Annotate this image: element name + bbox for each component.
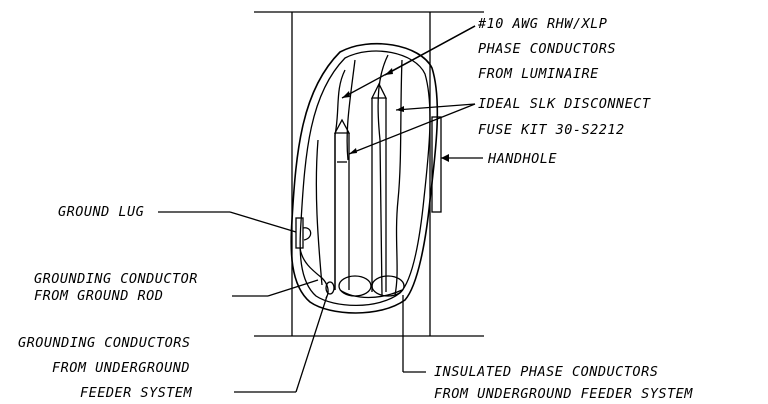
leader-insulated-phase xyxy=(402,295,426,373)
pole-outline xyxy=(254,11,484,337)
label-fuse-kit-1: IDEAL SLK DISCONNECT xyxy=(478,96,651,112)
ground-lug xyxy=(295,217,312,249)
label-phase-conductors-2: PHASE CONDUCTORS xyxy=(478,41,616,57)
handhole-plate xyxy=(431,116,442,213)
fuse-kit-right xyxy=(370,82,388,292)
label-grounding-feeder-3: FEEDER SYSTEM xyxy=(80,385,193,401)
cutaway-inner xyxy=(299,50,431,307)
leader-grounding-conductors-feeder xyxy=(234,295,328,393)
leader-handhole xyxy=(441,154,483,162)
internal-conductors xyxy=(315,54,403,296)
conductor-ellipses xyxy=(325,275,405,299)
label-ground-lug: GROUND LUG xyxy=(58,204,144,220)
label-insulated-phase-2: FROM UNDERGROUND FEEDER SYSTEM xyxy=(434,386,693,402)
label-grounding-conductor-1: GROUNDING CONDUCTOR xyxy=(34,271,198,287)
leader-phase-conductors xyxy=(341,25,476,99)
leader-grounding-conductor xyxy=(232,279,319,297)
label-phase-conductors-1: #10 AWG RHW/XLP xyxy=(477,16,607,32)
label-grounding-feeder-2: FROM UNDERGROUND xyxy=(52,360,190,376)
fuse-kit-left xyxy=(333,118,351,290)
leader-ground-lug xyxy=(158,211,297,233)
cutaway-outer xyxy=(290,42,439,314)
grounding-wire xyxy=(299,247,329,299)
label-grounding-feeder-1: GROUNDING CONDUCTORS xyxy=(18,335,191,351)
label-insulated-phase-1: INSULATED PHASE CONDUCTORS xyxy=(434,364,658,380)
label-grounding-conductor-2: FROM GROUND ROD xyxy=(34,288,163,304)
label-phase-conductors-3: FROM LUMINAIRE xyxy=(478,66,599,82)
leader-fuse-kit xyxy=(348,103,476,155)
label-handhole: HANDHOLE xyxy=(487,151,557,167)
label-fuse-kit-2: FUSE KIT 30-S2212 xyxy=(478,122,625,138)
